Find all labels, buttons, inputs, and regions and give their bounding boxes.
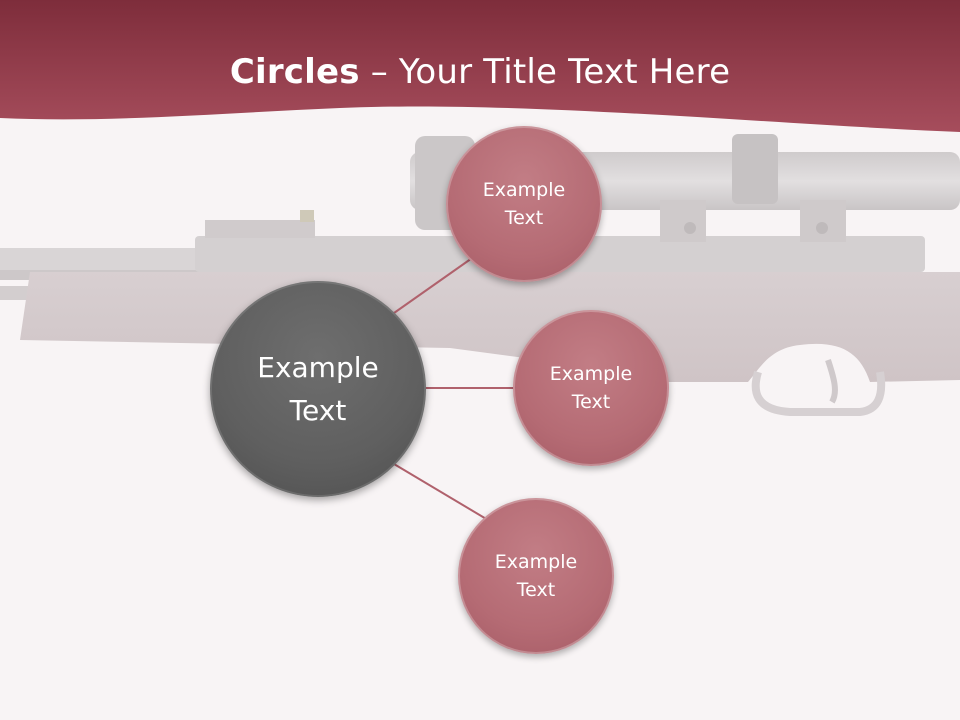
connector-line-bottom [393,463,489,521]
connector-line-top [393,255,476,314]
node-circle-top[interactable]: Example Text [446,126,602,282]
slide-title: Circles – Your Title Text Here [0,52,960,92]
node-circle-bottom[interactable]: Example Text [458,498,614,654]
node-circle-label: Example Text [482,178,566,230]
center-circle-label: Example Text [257,350,379,427]
node-circle-label: Example Text [494,550,578,602]
node-circle-middle[interactable]: Example Text [513,310,669,466]
center-circle[interactable]: Example Text [210,281,426,497]
node-circle-label: Example Text [549,362,633,414]
title-rest: – Your Title Text Here [359,52,731,92]
title-bold-word: Circles [229,52,360,92]
